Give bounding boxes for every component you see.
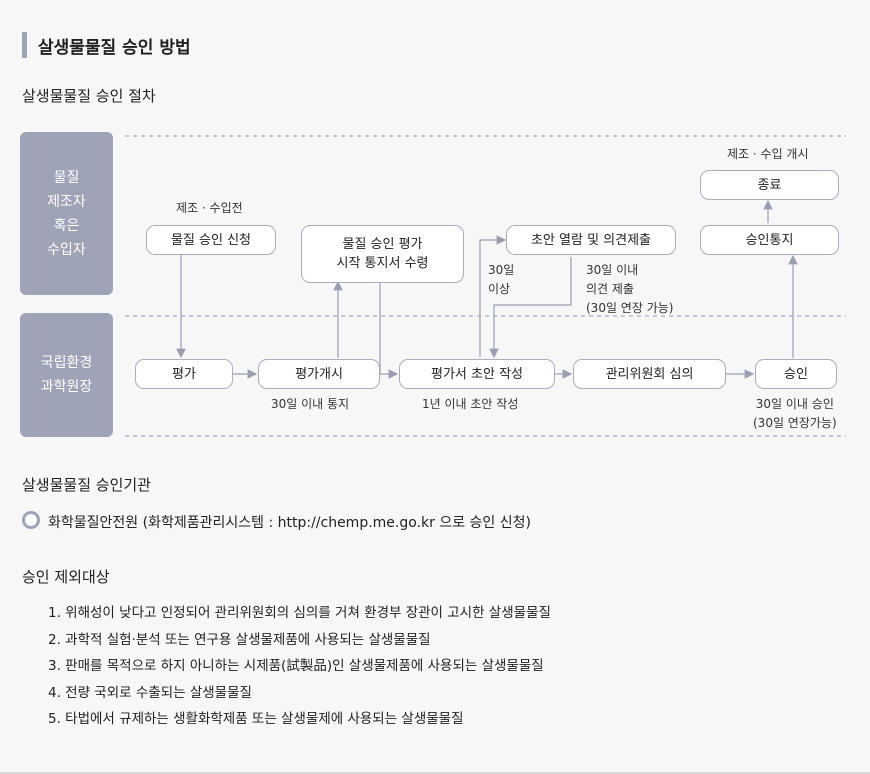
node-apply: 물질 승인 신청 <box>146 225 276 255</box>
list-item: 2. 과학적 실험·분석 또는 연구용 살생물제품에 사용되는 살생물물질 <box>48 631 431 648</box>
node-eval: 평가 <box>135 359 233 389</box>
node-approve: 승인 <box>755 359 837 389</box>
node-draft: 평가서 초안 작성 <box>399 359 555 389</box>
exclusion-list: 1. 위해성이 낮다고 인정되어 관리위원회의 심의를 거쳐 환경부 장관이 고… <box>48 600 551 733</box>
lane-nier: 국립환경 과학원장 <box>20 313 113 437</box>
note-before: 제조 · 수입전 <box>176 201 243 215</box>
note-approve30: 30일 이내 승인 (30일 연장가능) <box>753 397 837 430</box>
lane-applicant: 물질 제조자 혹은 수입자 <box>20 132 113 295</box>
exclusion-heading: 승인 제외대상 <box>22 568 110 586</box>
note-notice30: 30일 이내 통지 <box>271 397 350 411</box>
node-notice: 물질 승인 평가 시작 통지서 수령 <box>301 225 464 283</box>
agency-text: 화학물질안전원 (화학제품관리시스템 : http://chemp.me.go.… <box>48 515 531 531</box>
list-item: 1. 위해성이 낮다고 인정되어 관리위원회의 심의를 거쳐 환경부 장관이 고… <box>48 605 551 621</box>
note-begin: 제조 · 수입 개시 <box>727 147 809 161</box>
list-item: 3. 판매를 목적으로 하지 아니하는 시제품(試製品)인 살생물제품에 사용되… <box>48 658 544 674</box>
bullet-ring-icon <box>22 511 40 529</box>
node-review: 초안 열람 및 의견제출 <box>506 225 676 255</box>
agency-heading: 살생물물질 승인기관 <box>22 476 151 494</box>
node-committee: 관리위원회 심의 <box>573 359 726 389</box>
note-opinion: 30일 이내 의견 제출 (30일 연장 가능) <box>586 263 674 315</box>
node-start: 평가개시 <box>258 359 380 389</box>
node-notify: 승인통지 <box>700 225 839 255</box>
note-draft1y: 1년 이내 초안 작성 <box>422 397 519 411</box>
list-item: 5. 타법에서 규제하는 생활화학제품 또는 살생물제에 사용되는 살생물물질 <box>48 711 464 727</box>
page-title: 살생물물질 승인 방법 <box>38 38 191 58</box>
title-accent-bar <box>22 32 27 58</box>
procedure-heading: 살생물물질 승인 절차 <box>22 87 156 105</box>
list-item: 4. 전량 국외로 수출되는 살생물물질 <box>48 684 252 701</box>
node-end: 종료 <box>700 170 839 200</box>
note-30days-over: 30일 이상 <box>488 263 515 296</box>
bottom-divider <box>0 772 870 774</box>
